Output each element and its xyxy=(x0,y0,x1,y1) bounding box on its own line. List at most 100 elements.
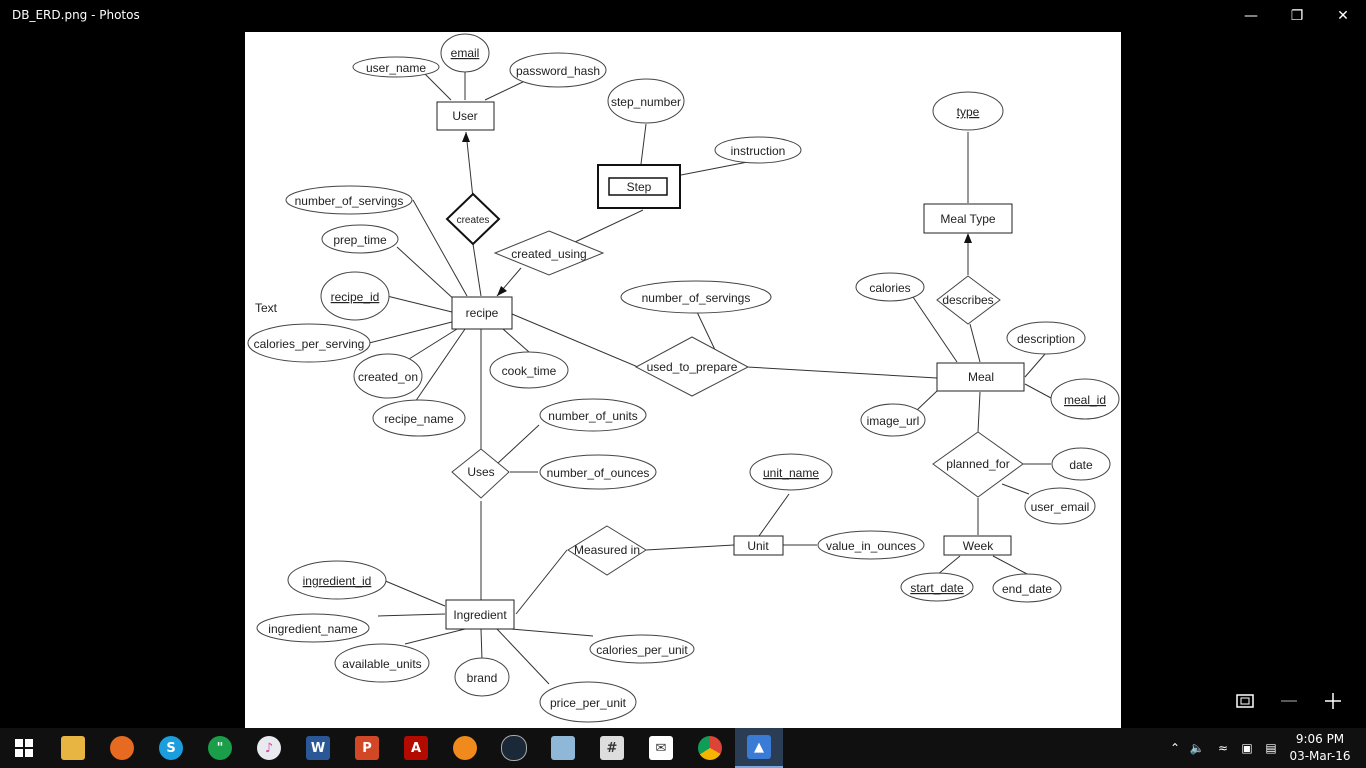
clock-date: 03-Mar-16 xyxy=(1289,749,1351,763)
svg-text:calories_per_unit: calories_per_unit xyxy=(596,643,688,657)
entity-meal-type: Meal Type xyxy=(923,203,1013,234)
attribute-meal-id: meal_id xyxy=(1050,378,1120,420)
entity-unit: Unit xyxy=(733,535,784,556)
taskbar-file-explorer[interactable] xyxy=(49,728,97,768)
minimize-icon: — xyxy=(1244,8,1258,24)
calculator-icon: # xyxy=(600,736,624,760)
fit-screen-button[interactable] xyxy=(1230,690,1260,712)
svg-text:calories_per_serving: calories_per_serving xyxy=(254,337,365,351)
start-button[interactable] xyxy=(0,728,48,768)
attribute-recipe-id: recipe_id xyxy=(320,271,390,321)
attribute-password-hash: password_hash xyxy=(509,52,607,88)
svg-text:number_of_servings: number_of_servings xyxy=(295,194,404,208)
taskbar-skype[interactable]: S xyxy=(147,728,195,768)
zoom-out-button[interactable] xyxy=(1274,690,1304,712)
network-button[interactable]: ≈ xyxy=(1214,728,1232,768)
relationship-planned-for: planned_for xyxy=(932,431,1024,498)
taskbar-calculator[interactable]: # xyxy=(588,728,636,768)
svg-text:price_per_unit: price_per_unit xyxy=(550,696,627,710)
svg-text:recipe: recipe xyxy=(466,306,499,320)
taskbar-acrobat[interactable]: A xyxy=(392,728,440,768)
svg-text:planned_for: planned_for xyxy=(946,457,1009,471)
window-title: DB_ERD.png - Photos xyxy=(12,8,140,22)
attribute-prep-time: prep_time xyxy=(321,224,399,254)
close-button[interactable]: ✕ xyxy=(1320,0,1366,32)
notepad-icon xyxy=(551,736,575,760)
taskbar-hangouts[interactable]: " xyxy=(196,728,244,768)
taskbar-photos[interactable]: ▲ xyxy=(735,728,783,768)
restore-button[interactable]: ❐ xyxy=(1274,0,1320,32)
svg-text:start_date: start_date xyxy=(910,581,964,595)
svg-text:ingredient_name: ingredient_name xyxy=(268,622,358,636)
zoom-in-button[interactable] xyxy=(1318,690,1348,712)
action-center-button[interactable]: ▤ xyxy=(1262,728,1280,768)
svg-text:step_number: step_number xyxy=(611,95,681,109)
svg-text:ingredient_id: ingredient_id xyxy=(303,574,372,588)
svg-text:Meal Type: Meal Type xyxy=(940,212,995,226)
battery-icon: ▣ xyxy=(1241,741,1253,755)
svg-text:number_of_ounces: number_of_ounces xyxy=(547,466,650,480)
attribute-step-number: step_number xyxy=(607,78,685,124)
taskbar-chrome[interactable] xyxy=(686,728,734,768)
notifications-icon: ▤ xyxy=(1265,741,1277,755)
svg-text:Ingredient: Ingredient xyxy=(453,608,507,622)
attribute-number-of-ounces: number_of_ounces xyxy=(539,454,657,490)
svg-text:Text: Text xyxy=(255,301,278,315)
attribute-image-url: image_url xyxy=(860,403,926,437)
steam-icon xyxy=(501,735,527,761)
svg-text:Step: Step xyxy=(627,180,652,194)
svg-text:description: description xyxy=(1017,332,1075,346)
firefox-icon xyxy=(110,736,134,760)
attribute-user-name: user_name xyxy=(352,56,440,78)
relationship-creates: creates xyxy=(445,192,501,246)
itunes-icon: ♪ xyxy=(257,736,281,760)
arrowhead xyxy=(964,233,972,243)
entity-week: Week xyxy=(943,535,1012,556)
windows-start-icon xyxy=(15,739,33,757)
svg-text:Measured in: Measured in xyxy=(574,543,640,557)
show-hidden-icons-button[interactable]: ⌃ xyxy=(1166,728,1184,768)
erd-diagram: User Step Meal Type recipe Meal Unit Wee… xyxy=(247,33,1120,723)
svg-text:Week: Week xyxy=(963,539,994,553)
taskbar-clock[interactable]: 9:06 PM 03-Mar-16 xyxy=(1286,731,1354,765)
attribute-type: type xyxy=(932,91,1004,131)
attribute-created-on: created_on xyxy=(353,353,423,399)
close-icon: ✕ xyxy=(1337,8,1349,24)
attribute-description: description xyxy=(1006,321,1086,355)
svg-text:prep_time: prep_time xyxy=(333,233,387,247)
skype-icon: S xyxy=(159,736,183,760)
svg-text:created_using: created_using xyxy=(511,247,586,261)
attribute-number-of-servings: number_of_servings xyxy=(285,185,413,215)
taskbar-steam[interactable] xyxy=(490,728,538,768)
acrobat-icon: A xyxy=(404,736,428,760)
svg-text:recipe_name: recipe_name xyxy=(384,412,454,426)
svg-text:email: email xyxy=(451,46,480,60)
volume-button[interactable]: 🔈 xyxy=(1188,728,1206,768)
relationship-used-to-prepare: used_to_prepare xyxy=(634,336,750,397)
attribute-value-in-ounces: value_in_ounces xyxy=(817,530,925,560)
erd-image: User Step Meal Type recipe Meal Unit Wee… xyxy=(245,32,1121,728)
svg-text:number_of_servings: number_of_servings xyxy=(642,291,751,305)
taskbar-mail[interactable]: ✉ xyxy=(637,728,685,768)
attribute-brand: brand xyxy=(454,657,510,697)
taskbar-word[interactable]: W xyxy=(294,728,342,768)
taskbar-vlc[interactable] xyxy=(441,728,489,768)
svg-text:describes: describes xyxy=(942,293,993,307)
taskbar-firefox[interactable] xyxy=(98,728,146,768)
relationship-measured-in: Measured in xyxy=(567,525,647,576)
power-button[interactable]: ▣ xyxy=(1238,728,1256,768)
svg-text:value_in_ounces: value_in_ounces xyxy=(826,539,916,553)
svg-text:calories: calories xyxy=(869,281,910,295)
clock-time: 9:06 PM xyxy=(1295,732,1345,746)
attribute-available-units: available_units xyxy=(334,643,430,683)
attribute-ingredient-name: ingredient_name xyxy=(256,613,370,643)
taskbar-itunes[interactable]: ♪ xyxy=(245,728,293,768)
taskbar-notepad[interactable] xyxy=(539,728,587,768)
minimize-button[interactable]: — xyxy=(1228,0,1274,32)
attribute-email: email xyxy=(440,33,490,73)
arrowhead xyxy=(462,132,470,142)
attribute-calories-per-unit: calories_per_unit xyxy=(589,634,695,664)
taskbar-powerpoint[interactable]: P xyxy=(343,728,391,768)
entity-recipe: recipe xyxy=(451,296,513,330)
fit-screen-icon xyxy=(1236,694,1254,708)
